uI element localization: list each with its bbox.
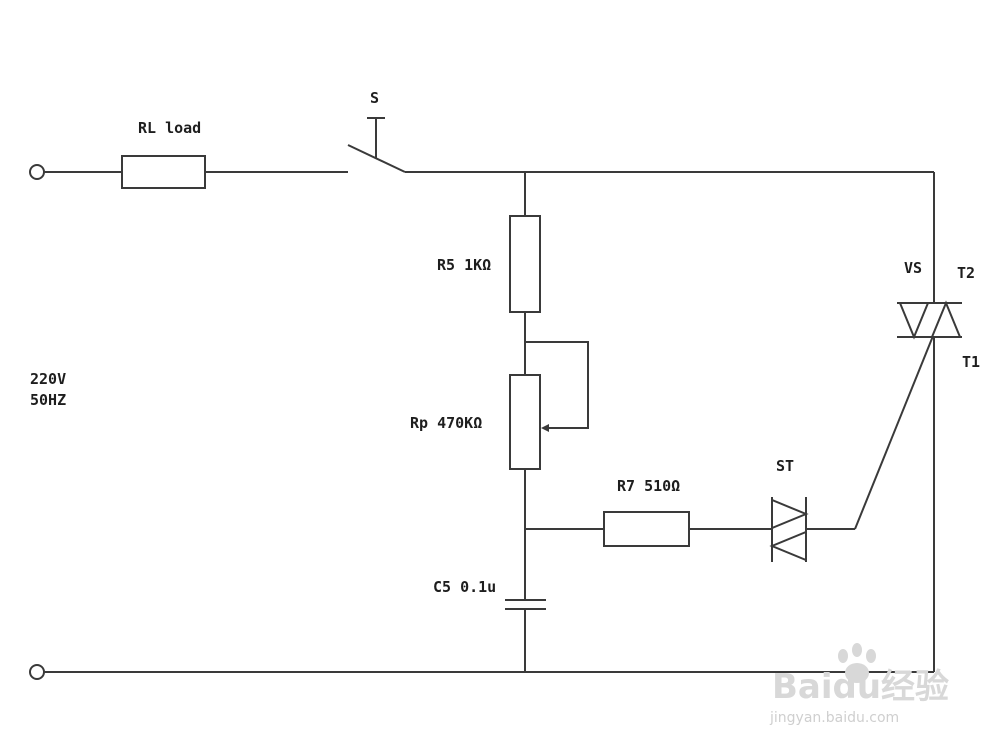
switch-blade xyxy=(347,144,406,173)
label-rp: Rp 470KΩ xyxy=(410,414,482,432)
watermark-brand: Baidu经验 xyxy=(772,667,949,707)
terminal-top xyxy=(29,164,45,180)
load-resistor xyxy=(121,155,206,189)
label-st: ST xyxy=(776,457,794,475)
label-supply-freq: 50HZ xyxy=(30,391,66,409)
label-c5: C5 0.1u xyxy=(433,578,496,596)
label-r5: R5 1KΩ xyxy=(437,256,491,274)
r7-resistor xyxy=(603,511,690,547)
rp-wiper-loop xyxy=(525,341,589,429)
label-t2: T2 xyxy=(957,264,975,282)
label-t1: T1 xyxy=(962,353,980,371)
label-switch: S xyxy=(370,89,379,107)
baidu-paw-icon xyxy=(838,643,876,683)
st-triangle-top xyxy=(771,498,809,530)
st-triangle-bottom xyxy=(769,530,807,562)
rp-potentiometer xyxy=(509,374,541,470)
vs-triangle-right xyxy=(930,300,962,338)
watermark-url: jingyan.baidu.com xyxy=(769,710,899,726)
label-vs: VS xyxy=(904,259,922,277)
label-load: RL load xyxy=(138,119,201,137)
rp-wiper-arrow xyxy=(541,424,549,432)
vs-triangle-left xyxy=(898,302,930,340)
r5-resistor xyxy=(509,215,541,313)
label-supply-voltage: 220V xyxy=(30,370,66,388)
label-r7: R7 510Ω xyxy=(617,477,680,495)
wire-gate xyxy=(854,335,934,530)
terminal-bottom xyxy=(29,664,45,680)
